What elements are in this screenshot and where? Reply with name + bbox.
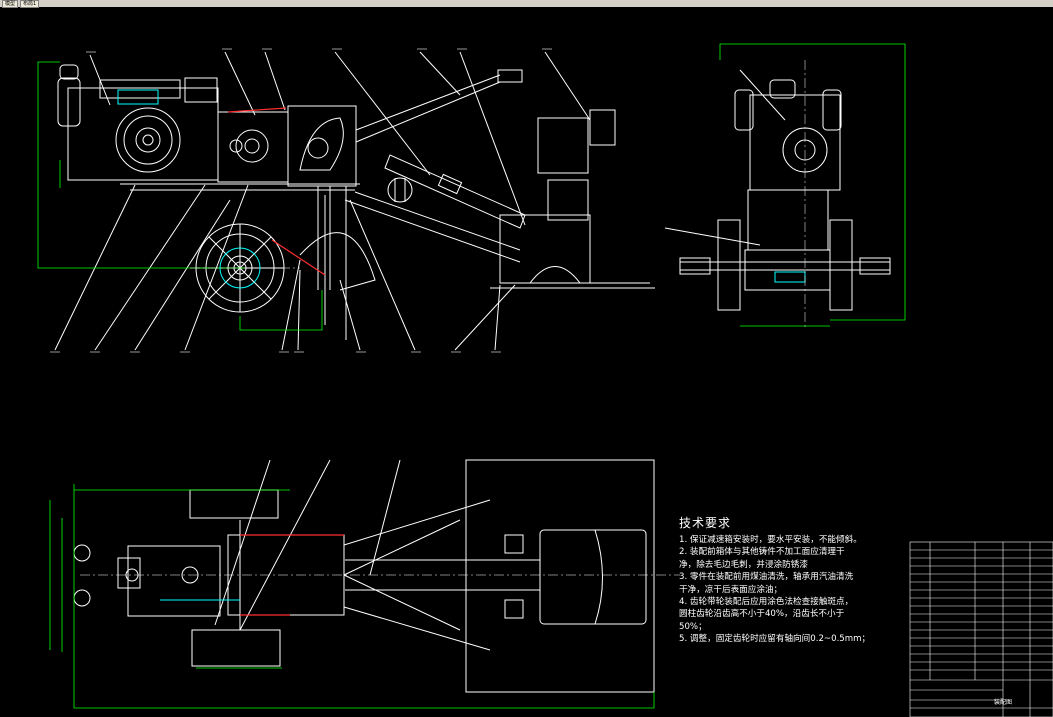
top-view	[73, 459, 655, 693]
tab-model[interactable]: 模型	[2, 0, 19, 8]
hidden-lines	[117, 89, 806, 601]
front-view	[664, 69, 891, 311]
title-block	[909, 541, 1053, 717]
tab-layout1[interactable]: 布局1	[20, 0, 40, 8]
note-line: 5. 调整，固定齿轮时应留有轴向间0.2~0.5mm；	[679, 634, 871, 645]
center-lines	[80, 60, 806, 576]
cad-drawing[interactable]	[0, 7, 1053, 717]
note-line: 圆柱齿轮沿齿高不小于40%，沿齿长不小于	[679, 609, 845, 620]
side-view	[50, 48, 655, 353]
note-line: 净，除去毛边毛刺，并浸涂防锈漆	[679, 559, 808, 570]
parts-list-rows	[910, 549, 1053, 671]
note-line: 4. 齿轮带轮装配后应用涂色法检查接触斑点，	[679, 597, 854, 608]
note-line: 1. 保证减速箱安装时，要水平安装，不能倾斜。	[679, 535, 862, 545]
note-line: 干净，凉干后表面应涂油；	[679, 584, 783, 595]
note-line: 3. 零件在装配前用煤油清洗，轴承用汽油清洗	[679, 572, 854, 583]
section-marks	[227, 107, 344, 616]
note-line: 50%；	[679, 621, 707, 632]
note-line: 2. 装配前箱体与其他铸件不加工面应清理干	[679, 547, 845, 558]
technical-requirements: 技术要求 1. 保证减速箱安装时，要水平安装，不能倾斜。 2. 装配前箱体与其他…	[679, 514, 909, 646]
title-block-label: 装配图	[994, 699, 1013, 706]
tab-bar: 模型 布局1	[0, 0, 1053, 8]
notes-title: 技术要求	[679, 516, 732, 530]
dimension-lines	[37, 43, 906, 709]
